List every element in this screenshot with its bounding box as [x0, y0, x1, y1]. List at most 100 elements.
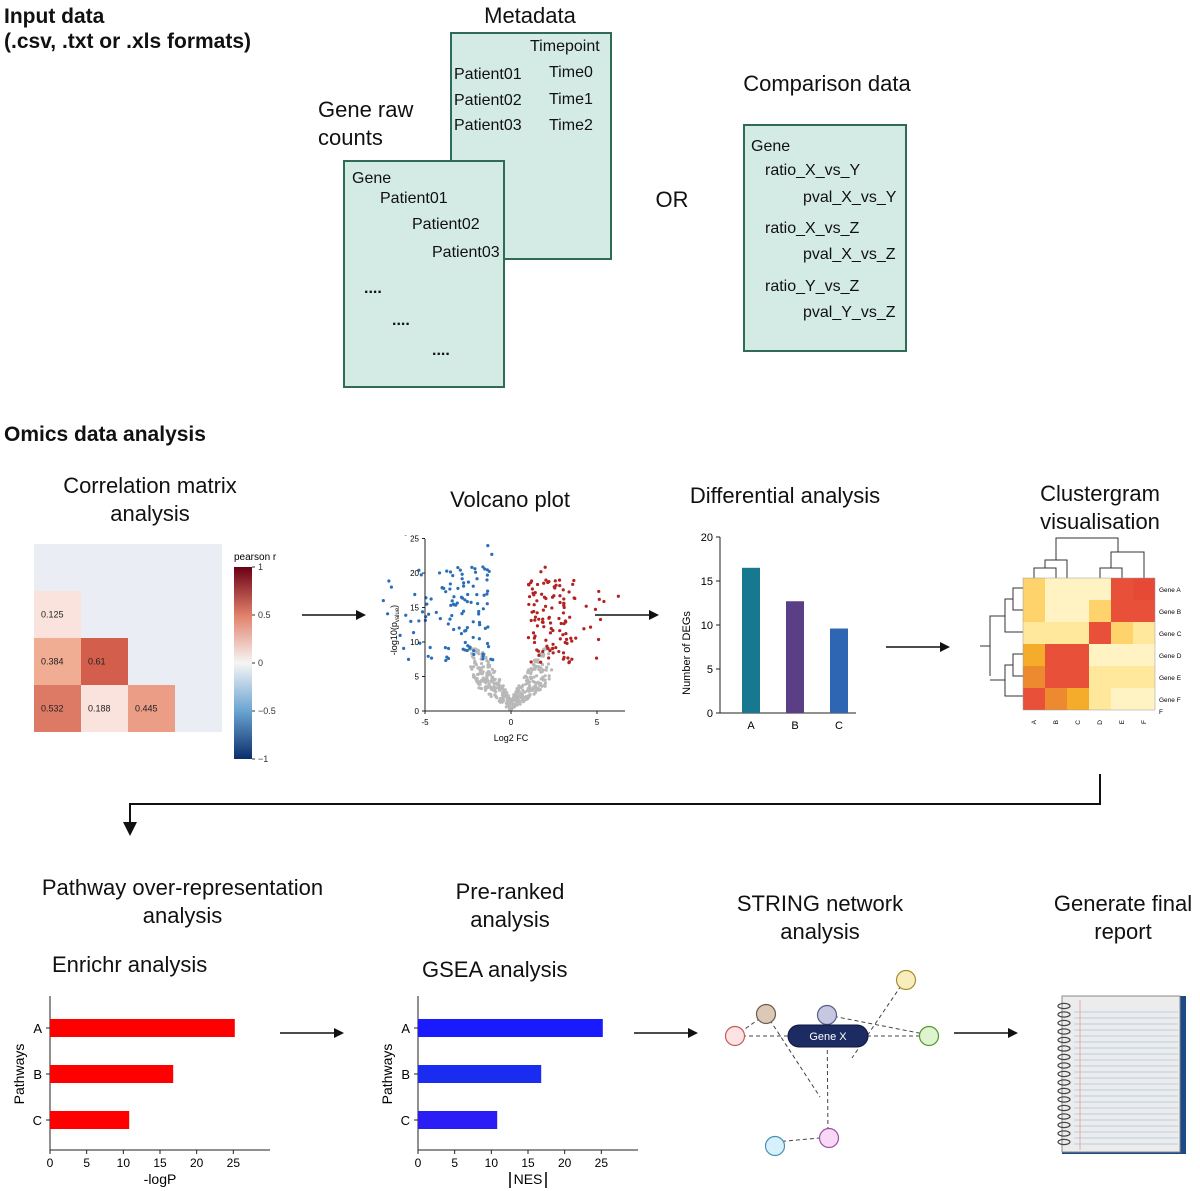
volcano-point-up: [530, 610, 534, 614]
raw-counts-line: Patient03: [432, 244, 500, 261]
comparison-box: Gene ratio_X_vs_Y pval_X_vs_Y ratio_X_vs…: [743, 124, 907, 352]
volcano-point-ns: [472, 656, 476, 660]
volcano-point-ns: [483, 685, 487, 690]
volcano-point-ns: [532, 692, 536, 696]
colorbar-tick-label: 1: [258, 562, 263, 572]
raw-counts-ellipsis: ....: [364, 280, 382, 297]
clustergram-row-label: Gene D: [1159, 653, 1182, 660]
volcano-point-up: [566, 656, 570, 660]
volcano-point-ns: [493, 669, 497, 673]
volcano-point-ns: [533, 658, 537, 662]
hbar-x-tick-label: 15: [153, 1156, 167, 1170]
volcano-point-down: [417, 619, 421, 623]
volcano-point-down: [417, 568, 421, 572]
volcano-point-ns: [484, 656, 488, 660]
clustergram-cell: [1067, 666, 1089, 688]
string-title-line2: analysis: [780, 918, 860, 944]
clustergram-cell: [1045, 644, 1067, 666]
volcano-point-down: [471, 620, 475, 624]
metadata-row-time: Time2: [549, 117, 593, 134]
volcano-point-down: [491, 658, 495, 662]
volcano-point-down: [463, 629, 467, 633]
network-node: [724, 1025, 746, 1047]
clustergram-cell: [1089, 666, 1111, 688]
diff-x-tick-label: B: [791, 720, 798, 732]
volcano-point-ns: [492, 682, 497, 686]
volcano-point-ns: [529, 676, 534, 680]
pathway-title: Pathway over-representation analysis: [10, 874, 355, 929]
volcano-point-down: [449, 603, 453, 607]
metadata-title: Metadata: [484, 3, 576, 28]
metadata-row-patient: Patient01: [454, 66, 522, 83]
correlation-title: Correlation matrix analysis: [20, 472, 280, 527]
volcano-point-ns: [547, 652, 551, 656]
volcano-point-down: [486, 645, 491, 649]
volcano-point-up: [561, 633, 565, 637]
volcano-point-down: [477, 609, 481, 614]
volcano-point-down: [444, 658, 448, 663]
comparison-line: pval_Y_vs_Z: [803, 304, 896, 321]
metadata-row-time: Time0: [549, 64, 593, 81]
volcano-point-down: [427, 612, 431, 616]
volcano-point-up: [558, 594, 562, 598]
volcano-point-down: [448, 617, 452, 621]
clustergram-title: Clustergram visualisation: [1010, 480, 1190, 535]
preranked-title-line1: Pre-ranked: [455, 879, 565, 904]
volcano-point-down: [481, 654, 485, 658]
volcano-point-ns: [514, 692, 518, 696]
volcano-point-up: [539, 570, 543, 574]
clustergram-row-label: Gene C: [1159, 631, 1182, 638]
volcano-point-up: [542, 625, 546, 629]
volcano-point-up: [570, 639, 574, 643]
string-title: STRING network analysis: [710, 890, 930, 945]
volcano-point-ns: [488, 672, 492, 676]
volcano-point-up: [571, 582, 575, 586]
volcano-point-down: [428, 645, 432, 650]
pathway-title-line1: Pathway over-representation: [41, 875, 324, 900]
volcano-point-down: [485, 573, 490, 577]
volcano-y-label: -log10(pvalue): [389, 605, 401, 655]
volcano-point-up: [532, 603, 536, 607]
clustergram-cell: [1023, 644, 1045, 666]
volcano-point-down: [485, 578, 489, 582]
clustergram-cell: [1133, 666, 1155, 688]
volcano-point-down: [448, 570, 453, 574]
correlation-value: 0.61: [88, 657, 106, 667]
clustergram-row-label: Gene E: [1159, 675, 1182, 682]
input-section-title: Input data (.csv, .txt or .xls formats): [4, 4, 251, 54]
volcano-point-ns: [497, 678, 501, 682]
volcano-point-ns: [477, 652, 481, 656]
volcano-point-ns: [540, 663, 545, 667]
volcano-point-up: [568, 615, 572, 619]
clustergram-cell: [1045, 578, 1067, 600]
volcano-point-down: [477, 637, 481, 641]
volcano-point-ns: [518, 702, 522, 706]
clustergram-row-label: Gene B: [1159, 609, 1181, 616]
volcano-point-up: [550, 595, 555, 599]
notebook-ring: [1057, 1002, 1071, 1010]
volcano-point-down: [481, 657, 485, 661]
volcano-point-ns: [526, 669, 530, 673]
preranked-subtitle: GSEA analysis: [422, 957, 568, 982]
volcano-point-down: [426, 654, 430, 658]
volcano-point-ns: [515, 687, 519, 691]
volcano-point-ns: [503, 688, 507, 692]
volcano-point-up: [547, 579, 551, 584]
raw-counts-ellipsis: ....: [432, 342, 450, 359]
volcano-point-ns: [479, 661, 484, 666]
volcano-point-up: [559, 621, 563, 626]
volcano-point-ns: [505, 691, 509, 695]
volcano-point-up: [551, 646, 555, 651]
raw-counts-line: Patient02: [412, 216, 480, 233]
volcano-point-ns: [472, 673, 476, 677]
volcano-point-up: [537, 617, 541, 621]
comparison-line: ratio_Y_vs_Z: [765, 278, 860, 295]
volcano-point-ns: [541, 675, 545, 679]
diff-y-tick-label: 20: [701, 532, 713, 544]
volcano-point-down: [470, 565, 474, 569]
volcano-point-ns: [536, 681, 540, 685]
report-title-line1: Generate final: [1053, 891, 1193, 916]
volcano-point-ns: [547, 674, 551, 678]
volcano-point-up: [543, 565, 547, 569]
